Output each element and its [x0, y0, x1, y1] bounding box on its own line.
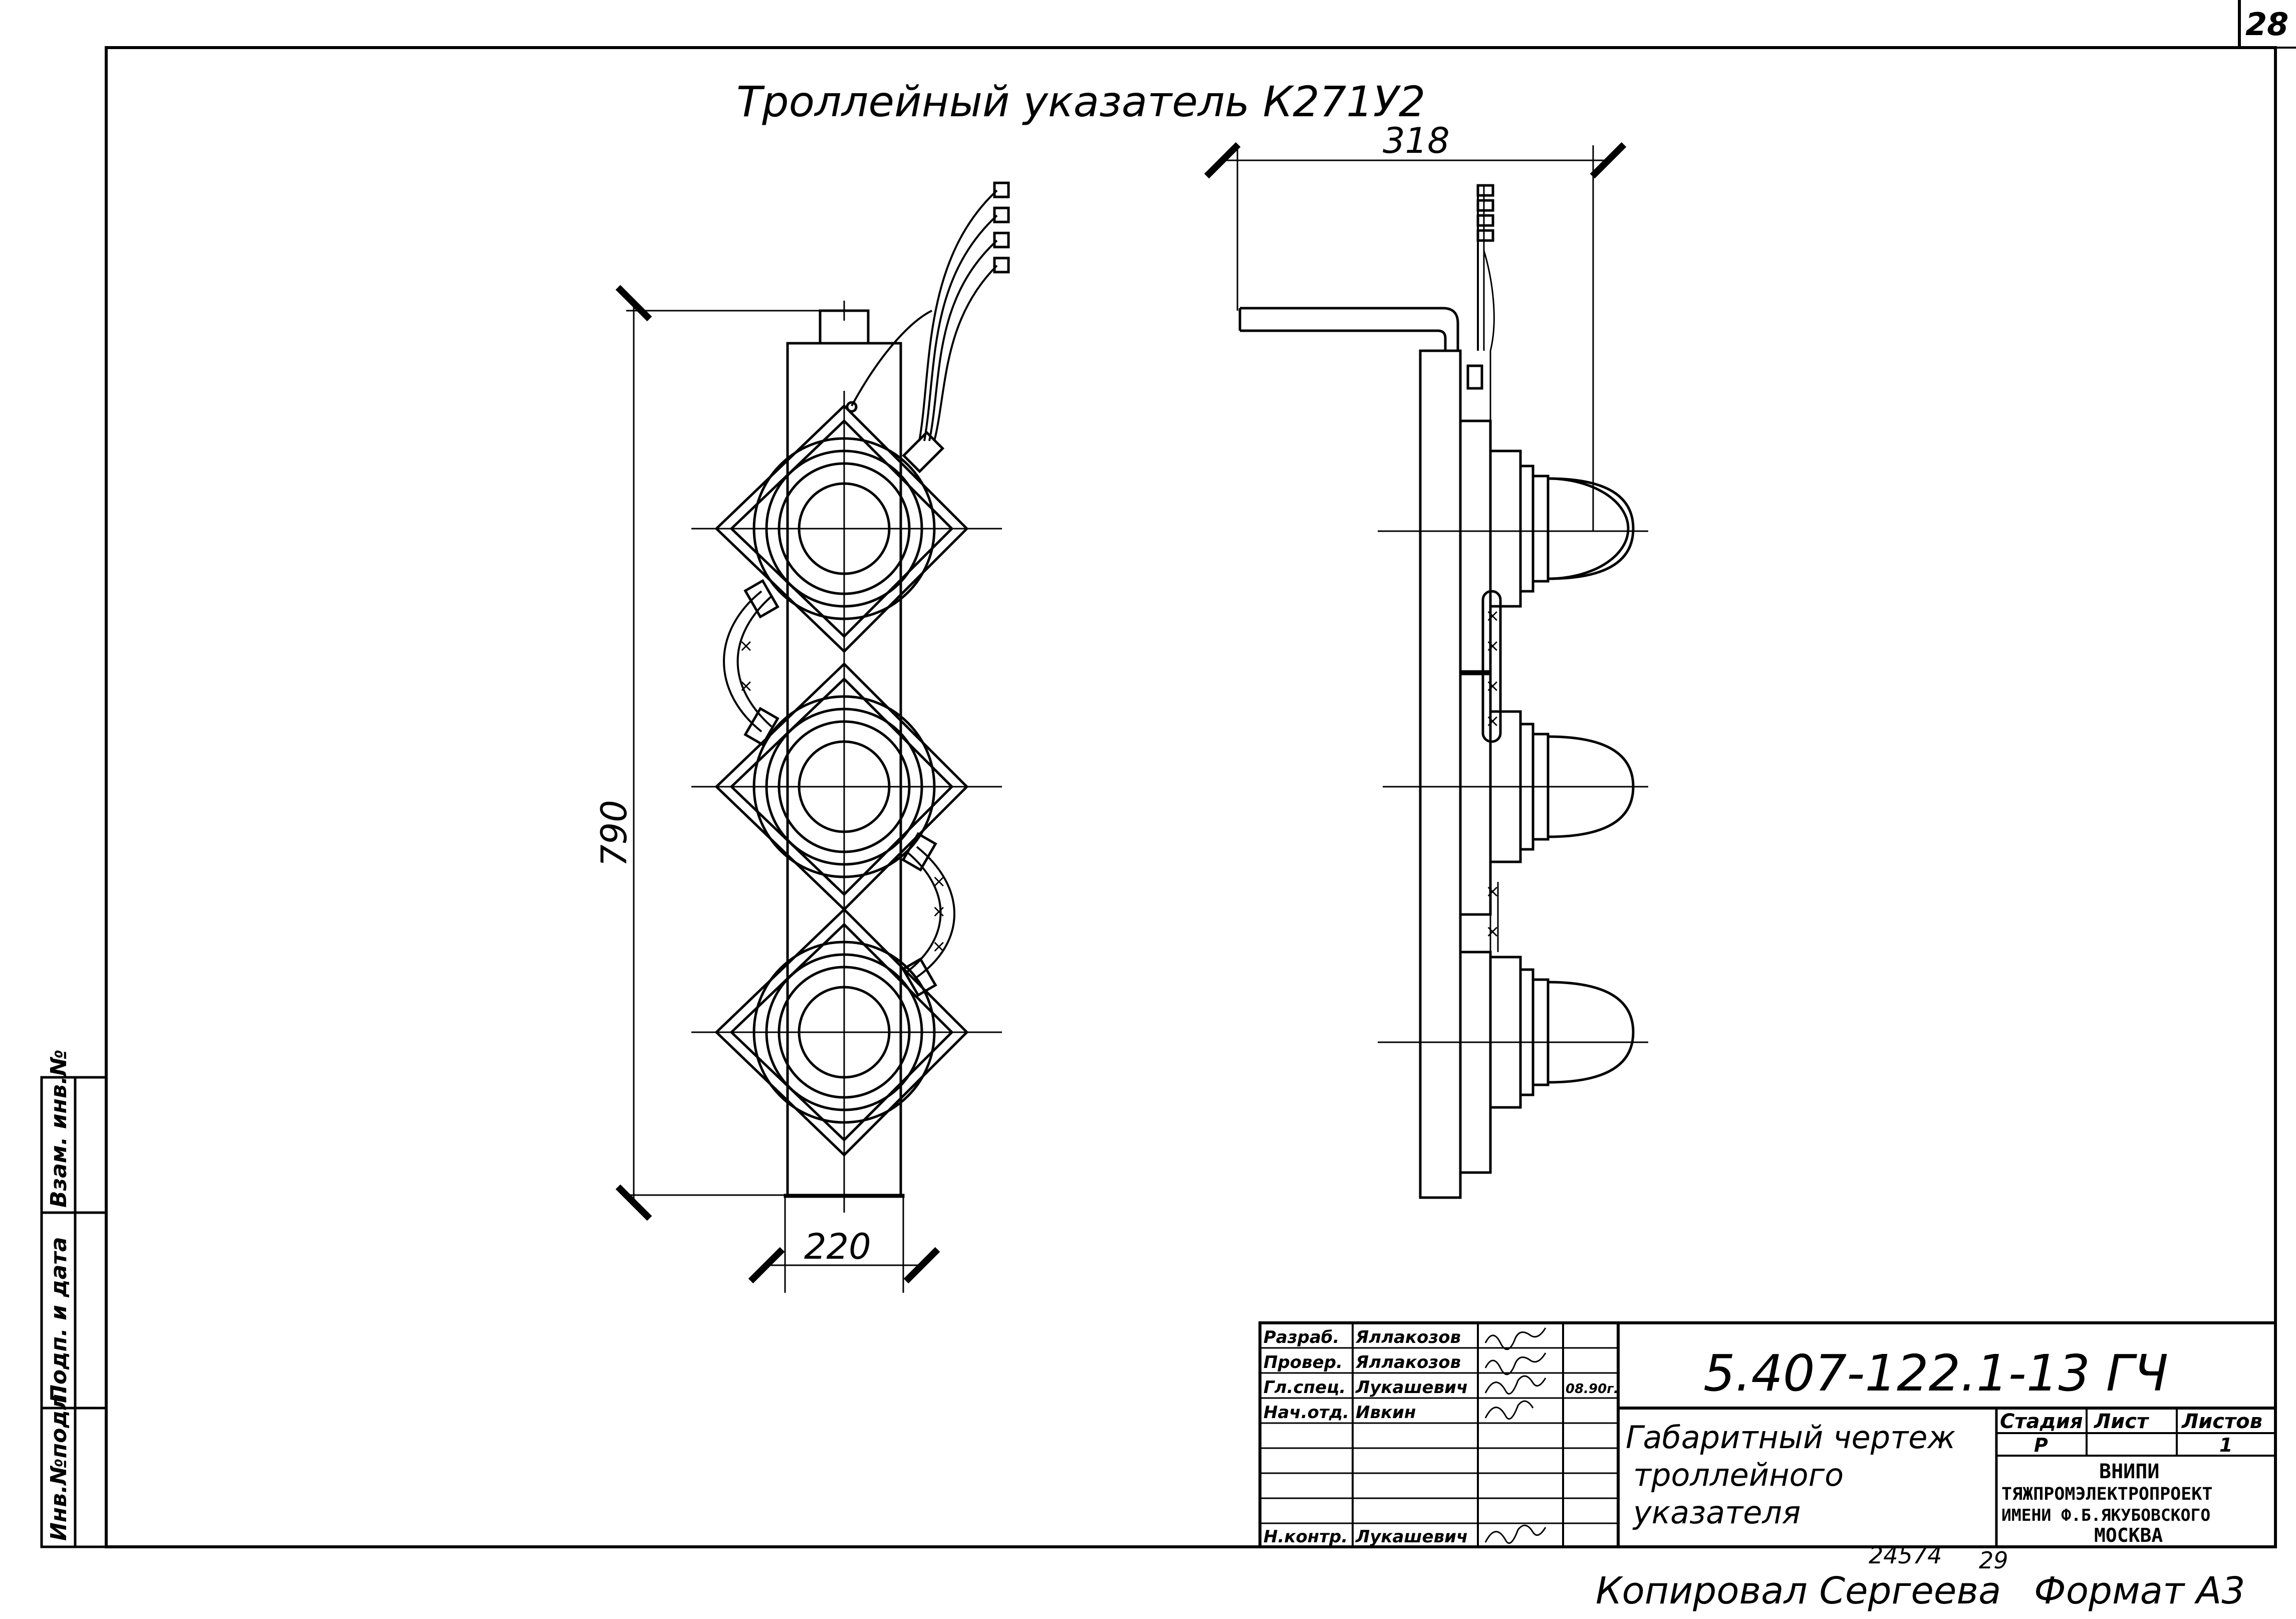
side-view-x-marks: × × × × × ×	[1485, 606, 1500, 942]
svg-text:×: ×	[739, 676, 753, 696]
svg-text:×: ×	[1485, 606, 1500, 626]
copied-by: Копировал Сергеева	[1596, 1569, 2001, 1612]
dimension-height-label: 790	[594, 800, 635, 867]
stage-value: Р	[2034, 1434, 2048, 1456]
role-label: Н.контр.	[1263, 1527, 1348, 1547]
sheet-header: Лист	[2094, 1410, 2150, 1433]
org-line-2: ТЯЖПРОМЭЛЕКТРОПРОЕКТ	[2001, 1484, 2212, 1504]
org-line-3: ИМЕНИ Ф.Б.ЯКУБОВСКОГО	[2001, 1505, 2210, 1525]
dimension-depth-label: 318	[1383, 120, 1450, 161]
svg-text:×: ×	[932, 937, 946, 957]
role-name: Яллакозов	[1355, 1352, 1461, 1372]
role-name: Ивкин	[1356, 1403, 1416, 1423]
svg-text:×: ×	[1485, 921, 1500, 942]
org-line-1: ВНИПИ	[2099, 1460, 2159, 1483]
side-view	[1238, 184, 1635, 1199]
svg-text:×: ×	[1485, 676, 1500, 696]
svg-text:×: ×	[739, 636, 753, 656]
page-number: 28	[2245, 6, 2288, 43]
drawing-title: Троллейный указатель К271У2	[736, 77, 1425, 126]
dimension-width	[748, 1198, 940, 1293]
stage-header: Стадия	[2000, 1410, 2083, 1433]
svg-text:×: ×	[1485, 636, 1500, 656]
description-line-1: Габаритный чертеж	[1626, 1419, 1955, 1456]
front-view-centerlines	[691, 391, 1002, 1213]
sheet-format: Формат А3	[2034, 1569, 2245, 1612]
document-designation: 5.407-122.1-13 ГЧ	[1703, 1344, 2168, 1403]
role-label: Провер.	[1263, 1352, 1343, 1372]
front-view-x-marks: × × × × ×	[739, 636, 946, 957]
sheet-frame	[105, 46, 2277, 1548]
svg-text:×: ×	[1485, 711, 1500, 731]
side-cell-replace-inv: Взам. инв.№	[46, 1049, 72, 1208]
side-cell-inv: Инв.№подл.	[46, 1385, 72, 1541]
side-cell-sign-date: Подп. и дата	[46, 1237, 72, 1403]
role-name: Лукашевич	[1355, 1377, 1468, 1398]
role-label: Нач.отд.	[1263, 1403, 1349, 1423]
front-view	[714, 181, 1010, 1198]
role-label: Разраб.	[1263, 1327, 1340, 1347]
description-line-3: указателя	[1632, 1494, 1801, 1531]
role-label: Гл.спец.	[1263, 1377, 1346, 1398]
dimension-width-label: 220	[804, 1226, 871, 1267]
svg-text:×: ×	[932, 871, 946, 891]
sheets-value: 1	[2219, 1434, 2232, 1456]
dimension-height	[615, 285, 822, 1221]
title-block-roles: Разраб. Яллакозов Провер. Яллакозов Гл.с…	[1263, 1327, 1619, 1547]
side-view-centerlines	[1378, 530, 1648, 1043]
signatures	[1484, 1327, 1547, 1544]
sheets-header: Листов	[2181, 1410, 2262, 1433]
title-block-grid	[1258, 1321, 2277, 1548]
archive-sheet: 29	[1979, 1547, 2008, 1574]
role-name: Лукашевич	[1355, 1527, 1468, 1547]
archive-number: 24574	[1869, 1542, 1942, 1569]
svg-text:×: ×	[932, 901, 946, 921]
role-name: Яллакозов	[1355, 1327, 1461, 1347]
role-date: 08.90г.	[1566, 1381, 1619, 1397]
description-line-2: троллейного	[1633, 1457, 1844, 1493]
side-strip: Инв.№подл. Подп. и дата Взам. инв.№	[40, 1049, 108, 1548]
svg-text:×: ×	[1485, 881, 1500, 901]
dimension-depth	[1204, 142, 1627, 531]
org-line-4: МОСКВА	[2094, 1524, 2163, 1546]
